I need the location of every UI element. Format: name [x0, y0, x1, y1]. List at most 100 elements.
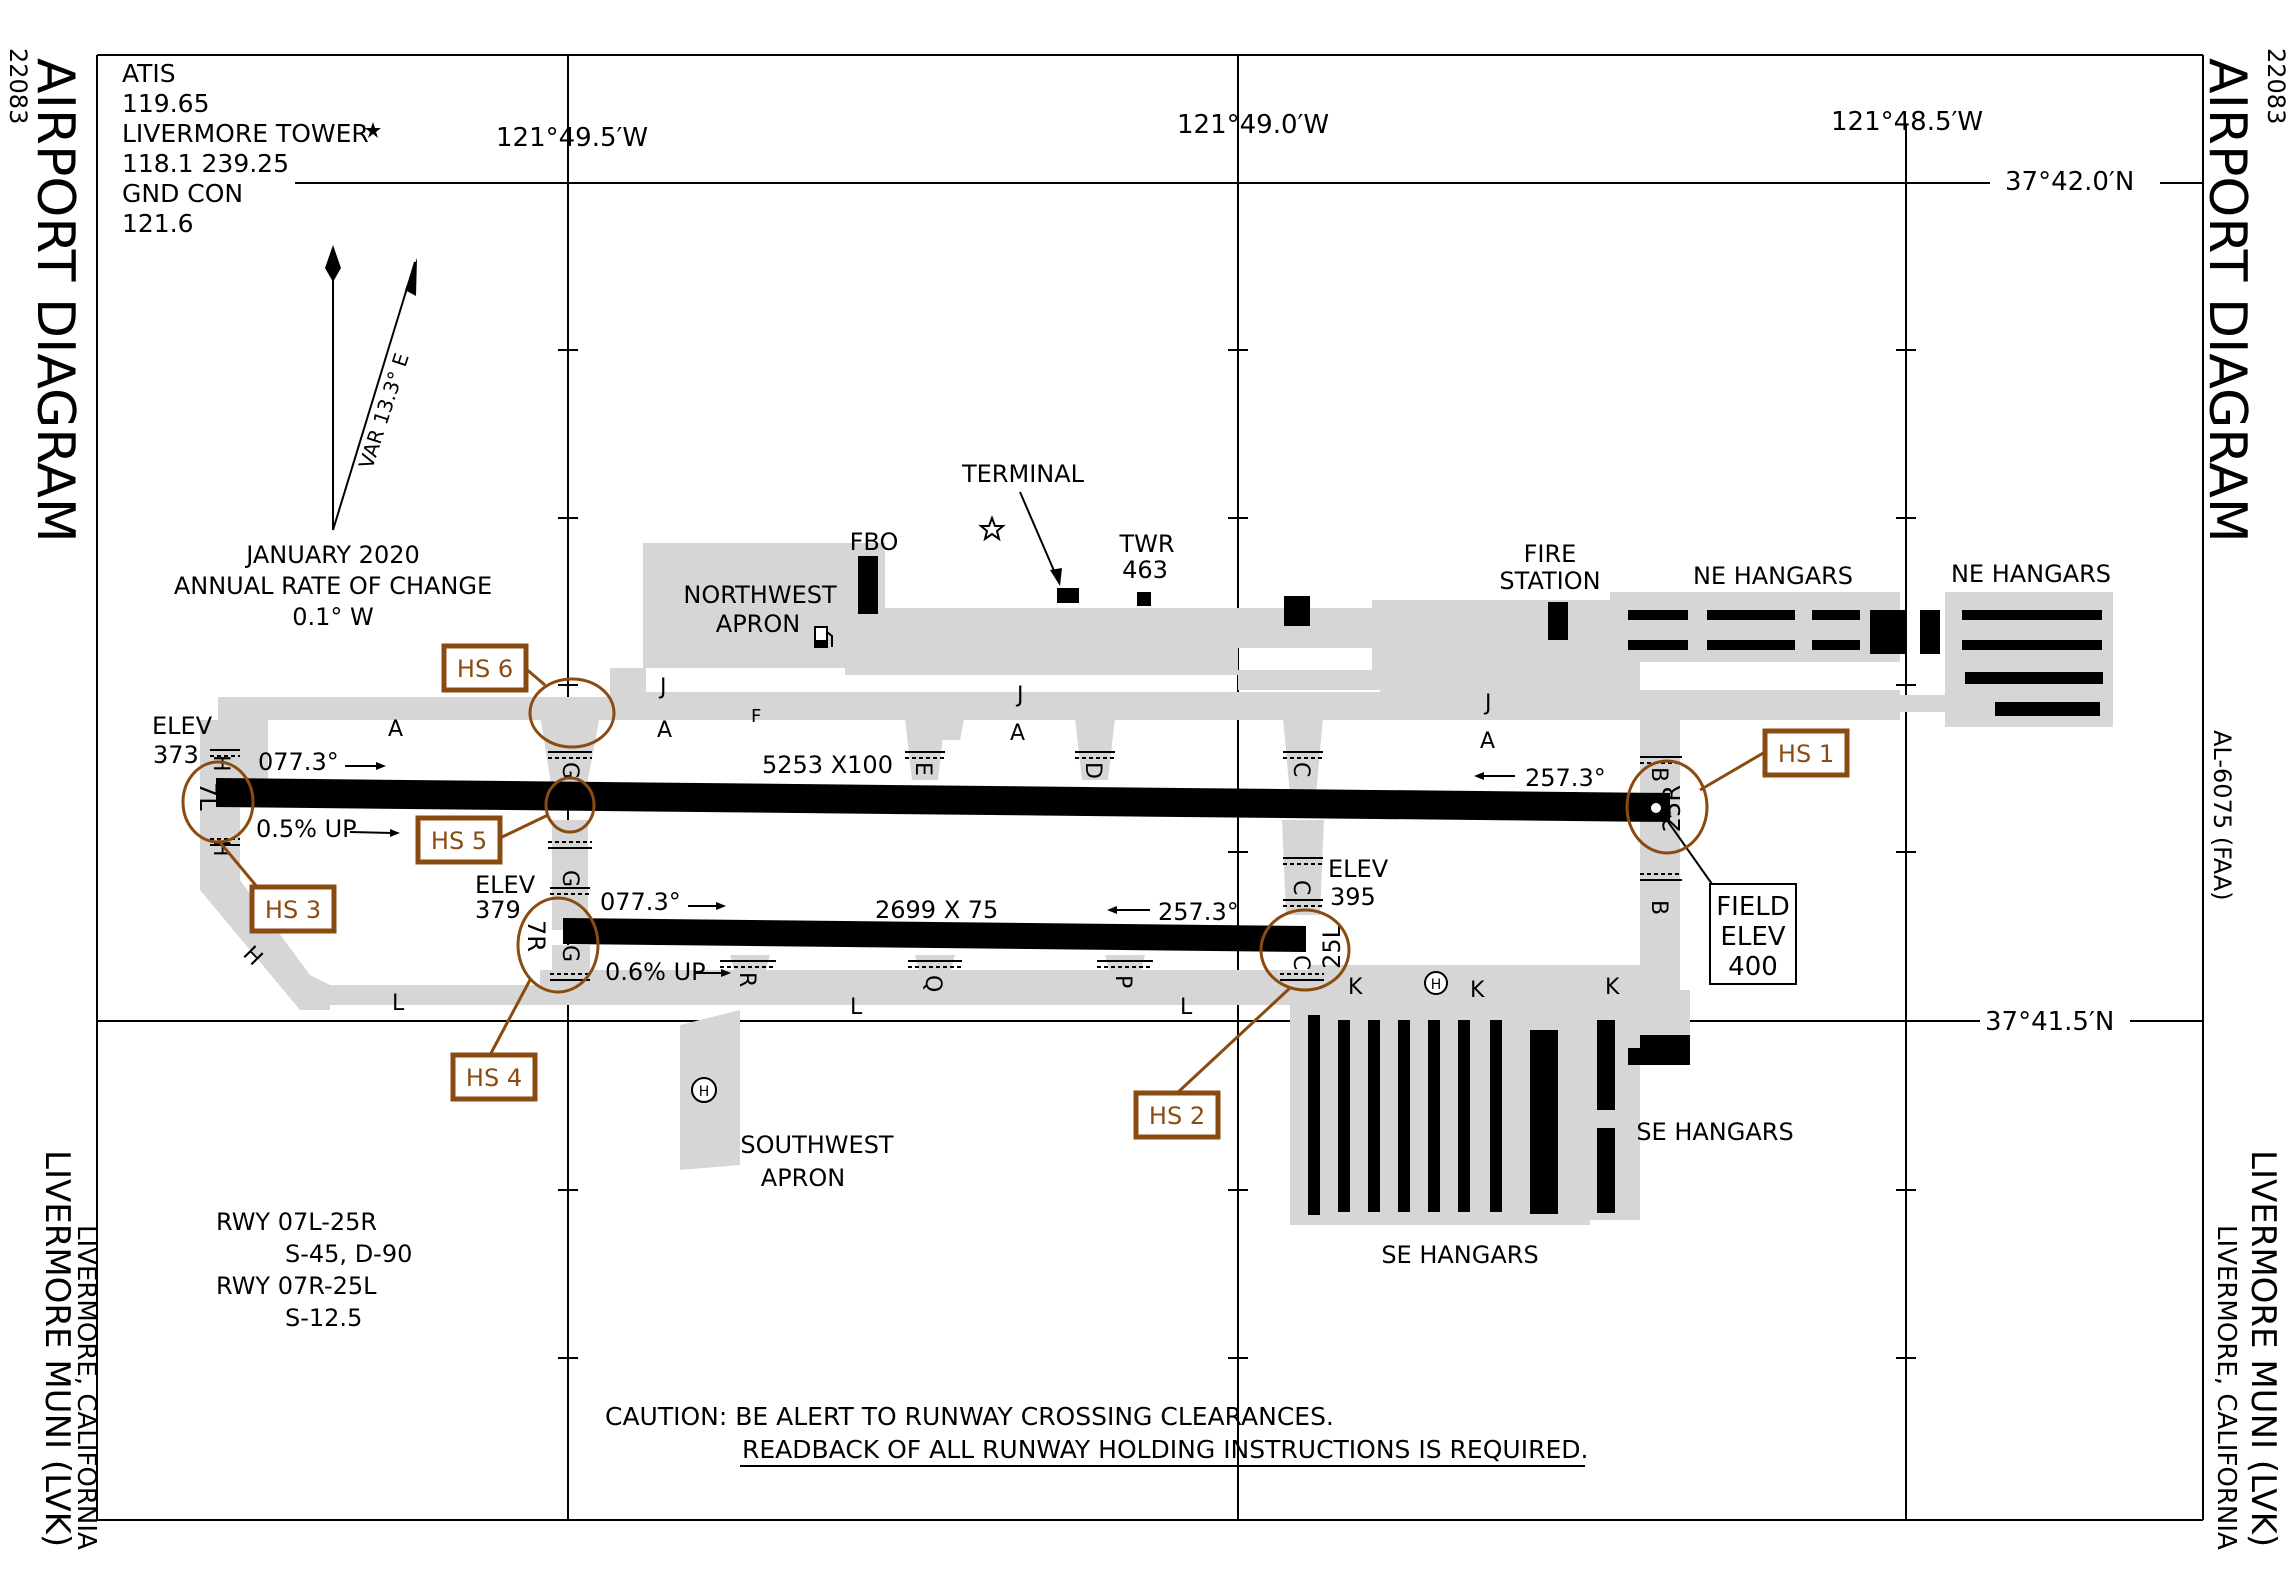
variation-date: JANUARY 2020: [244, 541, 420, 569]
city-left: LIVERMORE, CALIFORNIA: [71, 1225, 101, 1550]
runway-strength: RWY 07L-25R S-45, D-90 RWY 07R-25L S-12.…: [216, 1208, 412, 1332]
hotspot-5: [415, 815, 503, 865]
fbo-building: [858, 556, 878, 614]
runway-07r-25l[interactable]: [563, 918, 1306, 952]
rwy-end-7r: 7R: [522, 920, 550, 952]
sw-apron-label-2: APRON: [761, 1164, 845, 1192]
taxiway-label-a3: A: [1010, 721, 1025, 746]
comm-atis-freq: 119.65: [122, 89, 209, 118]
caution-line2: READBACK OF ALL RUNWAY HOLDING INSTRUCTI…: [742, 1435, 1588, 1464]
fire-station-label-1: FIRE: [1524, 540, 1577, 568]
svg-text:LIVERMORE MUNI (LVK): LIVERMORE MUNI (LVK): [37, 1150, 77, 1547]
runway-07l-25r[interactable]: [216, 778, 1670, 822]
connector-q: [915, 955, 955, 985]
hotspot-4: [450, 1052, 538, 1102]
rwy-sec-elev-east-value: 395: [1330, 883, 1376, 911]
terminal-building: [1057, 588, 1079, 603]
taxiway-label-g1: G: [557, 762, 582, 779]
taxiway-label-d: D: [1080, 762, 1105, 779]
airport-name-left: LIVERMORE MUNI (LVK): [37, 1150, 77, 1547]
building-ne-1: [1284, 596, 1310, 626]
taxiway-label-p: P: [1110, 975, 1135, 988]
rwy-main-elev-value: 373: [153, 741, 199, 769]
field-elev-marker: [1651, 803, 1661, 813]
rwy-end-25l: 25L: [1318, 924, 1346, 969]
taxiway-label-b2: B: [1646, 900, 1671, 915]
ne-hangars-label-1: NE HANGARS: [1693, 562, 1853, 590]
twr-height: 463: [1122, 556, 1168, 584]
field-elev-box: FIELD ELEV 400: [1660, 810, 1797, 985]
rwy-main-elev-label: ELEV: [152, 712, 213, 740]
svg-text:H: H: [699, 1084, 710, 1100]
taxiway-label-j1: J: [658, 675, 667, 700]
taxiway-label-a4: A: [1480, 729, 1495, 754]
comm-tower-freq: 118.1 239.25: [122, 149, 289, 178]
north-arrow: [325, 245, 417, 531]
doc-id: AL-6075 (FAA): [2208, 730, 2236, 901]
taxiway-label-a1: A: [388, 717, 403, 742]
strength-rwy2-values: S-12.5: [285, 1304, 362, 1332]
taxiway-label-q: Q: [920, 975, 945, 992]
se-hangars-label-2: SE HANGARS: [1381, 1241, 1538, 1269]
connector-g-mid: [552, 820, 588, 930]
taxiway-label-l3: L: [1180, 995, 1193, 1020]
taxiway-label-l1: L: [392, 991, 405, 1016]
taxiway-label-b1: B: [1646, 767, 1671, 782]
direction-arrows: [345, 762, 1515, 977]
strength-rwy1-values: S-45, D-90: [285, 1240, 412, 1268]
rwy-main-slope: 0.5% UP: [256, 815, 357, 843]
hotspots: HS 1 HS 2 HS 3 HS 4 HS 5 HS 6: [181, 643, 1850, 1140]
comms-block: ATIS 119.65 LIVERMORE TOWER 118.1 239.25…: [122, 59, 369, 238]
taxiway-labels: A A A A J J J F G G G E D C C C B B H H …: [208, 675, 1671, 1020]
variation-annual-label: ANNUAL RATE OF CHANGE: [174, 572, 492, 600]
heliport-icon-sw: H: [691, 1077, 717, 1103]
hotspot-4-label: HS 4: [466, 1064, 522, 1092]
taxiway-label-a2: A: [657, 718, 672, 743]
hotspot-2-label: HS 2: [1149, 1102, 1205, 1130]
rwy-end-7l: 7L: [194, 782, 222, 811]
hotspot-5-label: HS 5: [431, 827, 487, 855]
hold-short-markings: [210, 749, 1682, 981]
taxiway-label-c1: C: [1288, 762, 1313, 777]
nw-apron-label-2: APRON: [716, 610, 800, 638]
hotspot-2: [1133, 1090, 1221, 1140]
field-elev-value: 400: [1728, 952, 1778, 982]
taxiway-label-k1: K: [1348, 975, 1363, 1000]
rwy-sec-slope: 0.6% UP: [605, 958, 706, 986]
fuel-icon: [814, 626, 833, 648]
twr-label: TWR: [1118, 530, 1174, 558]
taxiway-a: [218, 692, 1900, 738]
hotspot-6: [441, 643, 529, 693]
true-north-icon: [325, 245, 341, 282]
runway-labels: ELEV 373 077.3° 0.5% UP 5253 X100 257.3°…: [152, 712, 1686, 986]
connector-p: [1105, 955, 1145, 985]
title-left: AIRPORT DIAGRAM: [25, 58, 85, 543]
lat-2: 37°41.5′N: [1985, 1007, 2114, 1037]
hotspot-1-label: HS 1: [1778, 740, 1834, 768]
taxiway-label-g3: G: [557, 945, 582, 962]
connector-e: [905, 718, 945, 780]
taxiway-label-l2: L: [850, 995, 863, 1020]
rwy-main-hdg-east: 077.3°: [258, 748, 339, 776]
rwy-end-25r: 25R: [1658, 785, 1686, 832]
strength-rwy1: RWY 07L-25R: [216, 1208, 377, 1236]
star-icon: [365, 122, 381, 138]
hotspot-1: [1762, 728, 1850, 778]
comm-atis: ATIS: [122, 59, 176, 88]
rwy-sec-elev-label: ELEV: [475, 871, 536, 899]
chart-id-left: 22083: [4, 48, 32, 124]
ne-hangars-label-2: NE HANGARS: [1951, 560, 2111, 588]
lat-1: 37°42.0′N: [2005, 167, 2134, 197]
tower-building: [1137, 592, 1151, 606]
taxiway-k: [1310, 965, 1680, 1010]
ne-hangars-left-area: [1610, 592, 1900, 662]
rwy-sec-dimensions: 2699 X 75: [875, 896, 998, 924]
connector-d: [1075, 718, 1115, 780]
rwy-sec-elev-east-label: ELEV: [1328, 855, 1389, 883]
heliport-icon-se: H: [1424, 971, 1448, 995]
fire-station-label-2: STATION: [1499, 567, 1600, 595]
taxiway-label-r: R: [734, 972, 759, 987]
rwy-main-hdg-west: 257.3°: [1525, 764, 1606, 792]
nw-apron-label-1: NORTHWEST: [683, 581, 837, 609]
